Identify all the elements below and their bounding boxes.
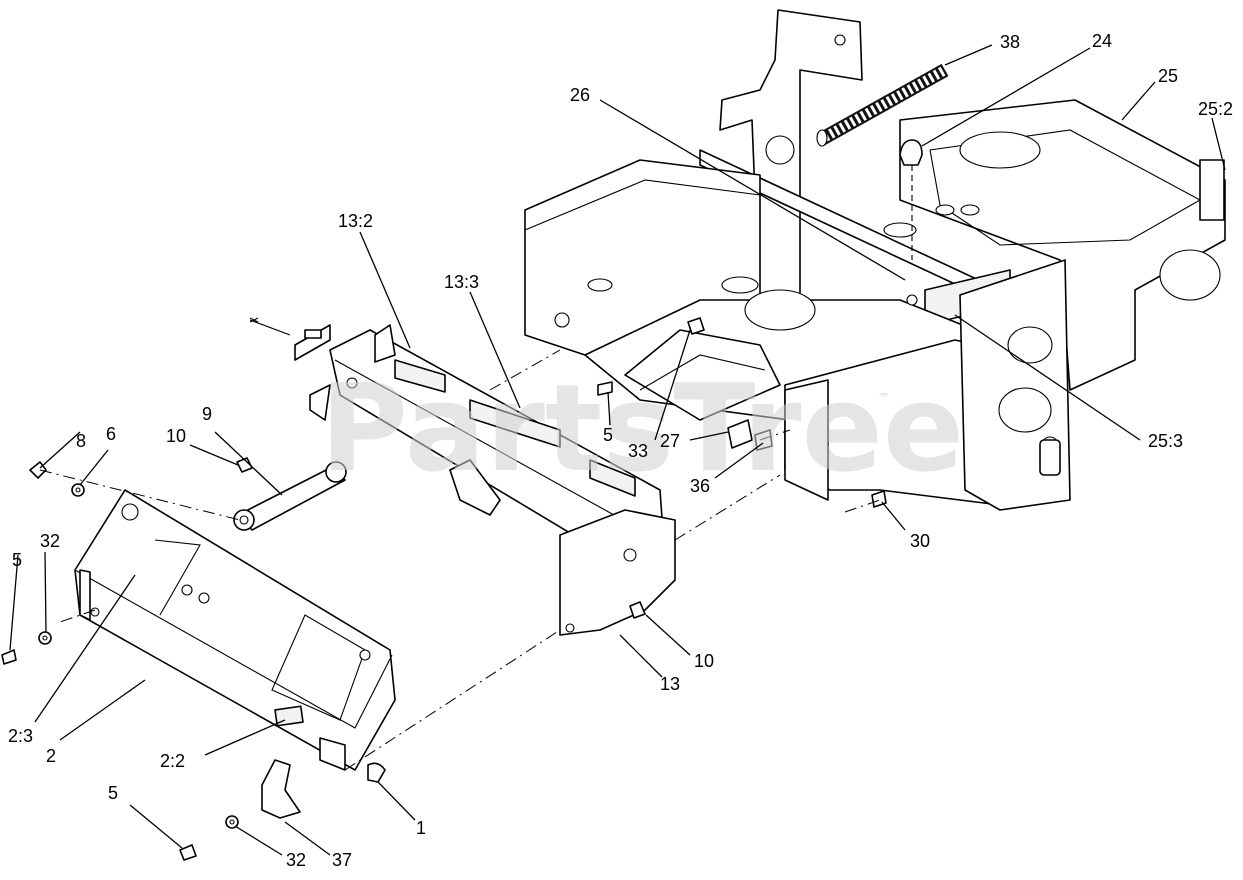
callout-1: 1 <box>416 818 426 838</box>
callout-24: 24 <box>1092 31 1112 51</box>
bolt-part-5-center <box>597 381 613 396</box>
watermark: PartsTree ™ <box>320 360 964 499</box>
callout-25-3: 25:3 <box>1148 431 1183 451</box>
link-arm-part-9 <box>233 461 347 531</box>
clip-part-27 <box>727 419 753 449</box>
bracket-part-37 <box>261 759 301 819</box>
leader-lines <box>9 44 1226 856</box>
callout-25: 25 <box>1158 66 1178 86</box>
callout-8: 8 <box>76 431 86 451</box>
callout-27: 27 <box>660 431 680 451</box>
callout-25-2: 25:2 <box>1198 99 1233 119</box>
callout-6: 6 <box>106 424 116 444</box>
front-plate-part-2 <box>74 489 396 771</box>
callout-37: 37 <box>332 850 352 870</box>
nut-part-10-lower <box>629 601 646 619</box>
callout-10-lower: 10 <box>694 651 714 671</box>
knob-part-24 <box>899 139 923 306</box>
callout-32-lower: 32 <box>286 850 306 870</box>
callout-13: 13 <box>660 674 680 694</box>
callout-13-2: 13:2 <box>338 211 373 231</box>
callout-33: 33 <box>628 441 648 461</box>
callout-2-3: 2:3 <box>8 726 33 746</box>
front-cross-member-part-13 <box>249 317 676 636</box>
callout-36: 36 <box>690 476 710 496</box>
hardware-parts <box>1 317 887 861</box>
callout-5-lower: 5 <box>108 783 118 803</box>
callout-32-upper: 32 <box>40 531 60 551</box>
bolt-part-5-lower <box>179 844 197 861</box>
assembly-centerlines <box>39 349 881 771</box>
nut-part-33 <box>687 317 705 335</box>
callout-10-upper: 10 <box>166 426 186 446</box>
main-frame <box>524 9 1226 511</box>
bumper-part-1 <box>367 762 386 783</box>
callout-26: 26 <box>570 85 590 105</box>
callout-5-left: 5 <box>12 550 22 570</box>
svg-text:PartsTree: PartsTree <box>320 360 964 499</box>
bolt-part-5-left <box>1 649 17 665</box>
callout-30: 30 <box>910 531 930 551</box>
svg-text:™: ™ <box>878 391 890 405</box>
callout-5-center: 5 <box>603 425 613 445</box>
callout-2: 2 <box>46 746 56 766</box>
callout-13-3: 13:3 <box>444 272 479 292</box>
callout-2-2: 2:2 <box>160 751 185 771</box>
spring-part-38 <box>816 63 949 147</box>
callout-9: 9 <box>202 404 212 424</box>
callout-38: 38 <box>1000 32 1020 52</box>
callout-labels: 38 24 25 25:2 26 13:2 13:3 25:3 8 6 10 9… <box>8 31 1233 870</box>
